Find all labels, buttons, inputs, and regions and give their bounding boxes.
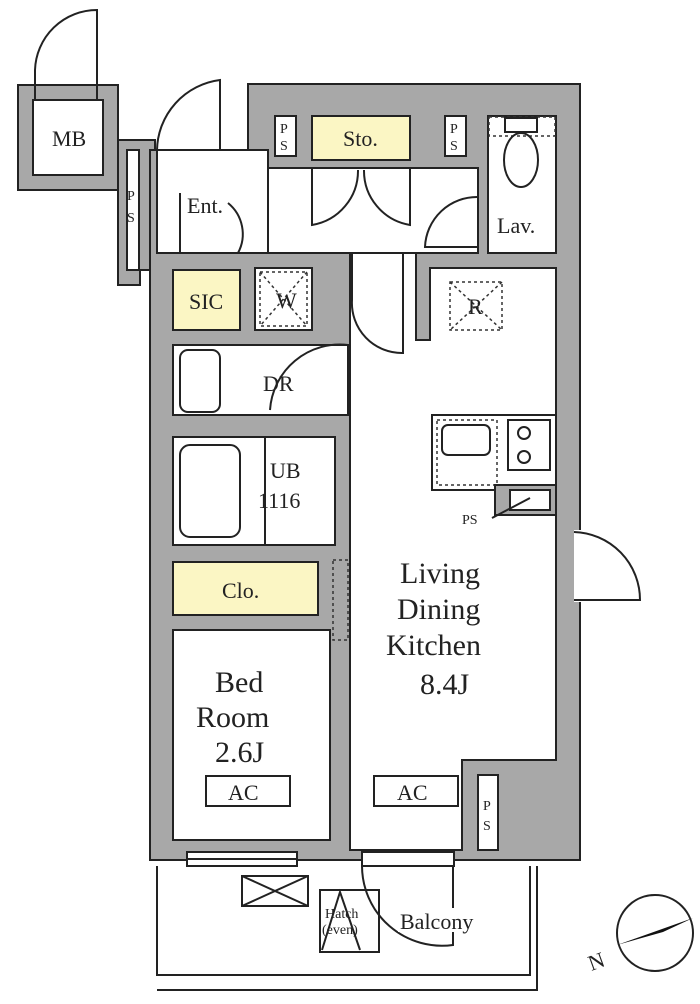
lavatory-label: Lav. <box>497 213 535 238</box>
washer-space <box>254 267 313 331</box>
compass-icon: N <box>584 894 694 976</box>
bedroom <box>172 629 331 841</box>
svg-text:AC: AC <box>228 780 259 805</box>
closet <box>172 561 319 616</box>
toilet-icon <box>503 132 539 188</box>
svg-text:P: P <box>483 799 491 814</box>
svg-text:Bed: Bed <box>215 666 263 699</box>
shoe-closet <box>172 269 241 331</box>
svg-text:P: P <box>280 122 288 137</box>
svg-text:P: P <box>450 122 458 137</box>
mb-label: MB <box>52 126 86 151</box>
ldk-window <box>361 851 455 867</box>
svg-text:S: S <box>280 139 288 154</box>
entrance-label: Ent. <box>187 193 223 218</box>
ac-ldk <box>373 775 459 807</box>
pipe-space <box>274 115 297 157</box>
hallway <box>267 167 479 254</box>
svg-text:2.6J: 2.6J <box>215 736 265 769</box>
entrance <box>156 149 269 254</box>
evacuation-hatch <box>319 889 380 953</box>
storage-label: Sto. <box>343 126 378 151</box>
dressing-room <box>172 344 349 416</box>
svg-text:Living: Living <box>400 557 480 590</box>
unit-bath <box>172 436 336 546</box>
bathtub-icon <box>179 444 241 538</box>
svg-text:8.4J: 8.4J <box>420 668 470 701</box>
ac-bedroom <box>205 775 291 807</box>
pipe-space <box>477 774 499 851</box>
meter-box: MB <box>17 8 119 191</box>
svg-text:R: R <box>468 294 483 319</box>
ps-kitchen-label: PS <box>462 513 478 528</box>
svg-text:S: S <box>483 819 491 834</box>
vent-box <box>241 875 309 907</box>
balcony <box>156 866 538 991</box>
svg-text:Dining: Dining <box>397 593 480 626</box>
lavatory <box>487 115 557 254</box>
pipe-space <box>444 115 467 157</box>
svg-text:N: N <box>584 947 608 976</box>
svg-text:Hatch: Hatch <box>325 907 358 922</box>
svg-text:Clo.: Clo. <box>222 578 259 603</box>
living-dining-kitchen <box>349 252 557 851</box>
storage <box>311 115 411 161</box>
svg-text:1116: 1116 <box>258 488 300 513</box>
svg-text:W: W <box>276 288 297 313</box>
svg-text:S: S <box>127 211 135 226</box>
svg-text:DR: DR <box>263 371 294 396</box>
svg-text:S: S <box>450 139 458 154</box>
svg-text:AC: AC <box>397 780 428 805</box>
kitchen-counter <box>431 414 557 491</box>
stove-burner-icon <box>517 450 531 464</box>
svg-text:UB: UB <box>270 458 301 483</box>
balcony-label: Balcony <box>400 909 473 934</box>
sic-label: SIC <box>189 289 223 314</box>
svg-text:(even): (even) <box>322 923 358 938</box>
svg-text:Room: Room <box>196 701 269 734</box>
entrance-door <box>156 78 221 151</box>
svg-text:Kitchen: Kitchen <box>386 629 481 662</box>
stove-burner-icon <box>517 426 531 440</box>
sink-icon <box>441 424 491 456</box>
pipe-space-left: P S <box>117 139 156 286</box>
fridge-space <box>449 281 503 331</box>
svg-text:P: P <box>127 189 135 204</box>
